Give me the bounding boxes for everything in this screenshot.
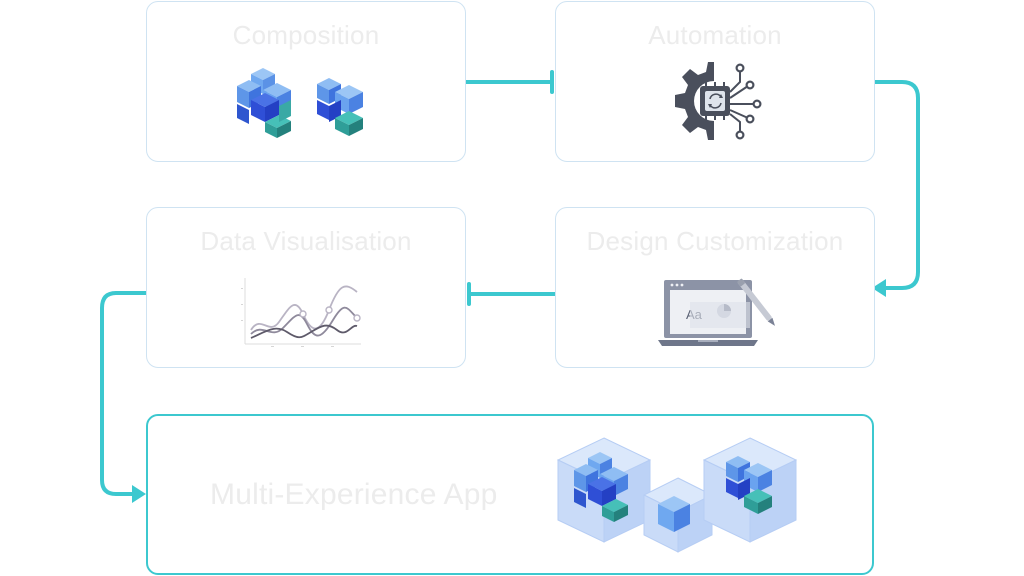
card-multi-experience-app: Multi-Experience App bbox=[146, 414, 874, 575]
card-title: Automation bbox=[648, 20, 782, 50]
line-chart-icon bbox=[241, 278, 361, 347]
arrowhead bbox=[872, 279, 886, 297]
card-design-customization: Design Customization Aa bbox=[555, 207, 875, 368]
card-title: Composition bbox=[232, 20, 380, 50]
cubes-icon bbox=[237, 68, 363, 138]
card-title: Design Customization bbox=[586, 226, 844, 256]
gear-chip-icon bbox=[675, 62, 762, 140]
card-title: Multi-Experience App bbox=[210, 478, 498, 511]
laptop-design-icon: Aa bbox=[658, 278, 775, 346]
connector-automation-design bbox=[873, 80, 920, 290]
glass-cubes-icon bbox=[556, 437, 798, 553]
card-automation: Automation bbox=[555, 1, 875, 162]
card-data-visualisation: Data Visualisation bbox=[146, 207, 466, 368]
connector-dataviz-mxapp bbox=[100, 291, 148, 496]
card-composition: Composition bbox=[146, 1, 466, 162]
card-title: Data Visualisation bbox=[200, 226, 412, 256]
arrowhead bbox=[132, 485, 146, 503]
